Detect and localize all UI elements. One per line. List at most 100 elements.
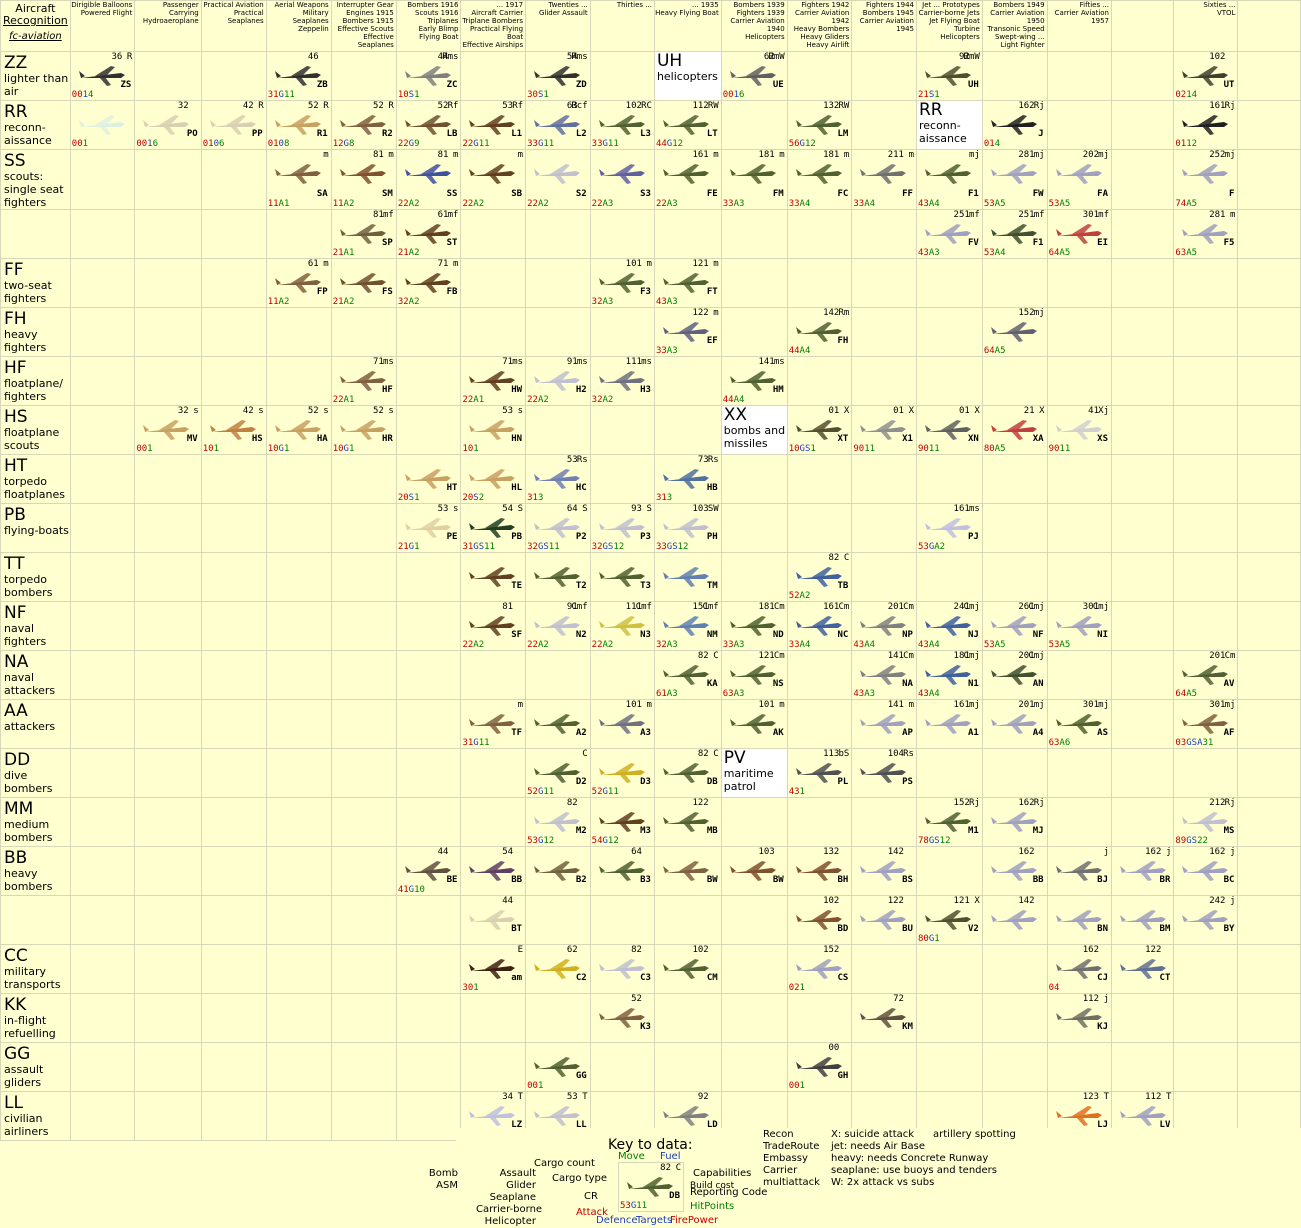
- unit-card[interactable]: A2: [525, 699, 591, 749]
- unit-card[interactable]: T2: [525, 552, 591, 602]
- unit-card[interactable]: T3: [589, 552, 655, 602]
- unit-card[interactable]: 142: [981, 895, 1048, 945]
- unit-card[interactable]: TE: [460, 552, 527, 602]
- unit-card[interactable]: BN: [1046, 895, 1113, 945]
- unit-card[interactable]: 001: [69, 100, 136, 150]
- unit-card[interactable]: TM: [653, 552, 722, 602]
- unit-card[interactable]: BW: [653, 846, 722, 896]
